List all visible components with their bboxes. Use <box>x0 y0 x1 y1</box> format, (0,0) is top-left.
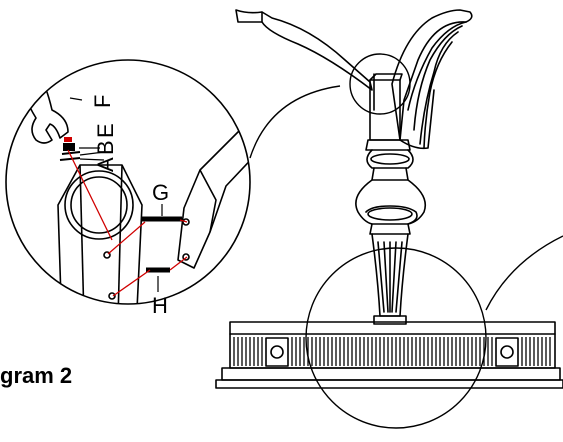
chandelier-body <box>215 9 563 389</box>
arm-bracket <box>177 129 250 269</box>
magnifier-outline <box>5 59 251 305</box>
label-e: E <box>93 123 118 138</box>
label-h: H <box>152 293 168 318</box>
collar <box>365 139 411 151</box>
detail-callouts <box>249 53 563 429</box>
arm-opening <box>64 170 134 240</box>
label-g: G <box>152 180 169 205</box>
callout-circle-top <box>349 53 411 115</box>
vase <box>355 179 427 225</box>
upper-arm-right <box>391 9 473 141</box>
gallery-railing <box>233 337 551 366</box>
alignment-guides <box>67 149 188 297</box>
callout-circle-bottom <box>305 247 487 429</box>
diagram-caption: gram 2 <box>0 363 73 388</box>
callout-line-top <box>249 85 341 159</box>
callout-line-right <box>485 235 563 311</box>
magnified-detail: F E B A G H <box>5 59 251 318</box>
label-a: A <box>93 157 118 172</box>
wrench-icon <box>19 67 69 144</box>
upper-arm-left <box>235 9 373 91</box>
label-f: F <box>90 95 115 108</box>
small-hardware <box>59 137 81 161</box>
label-b: B <box>93 140 118 155</box>
